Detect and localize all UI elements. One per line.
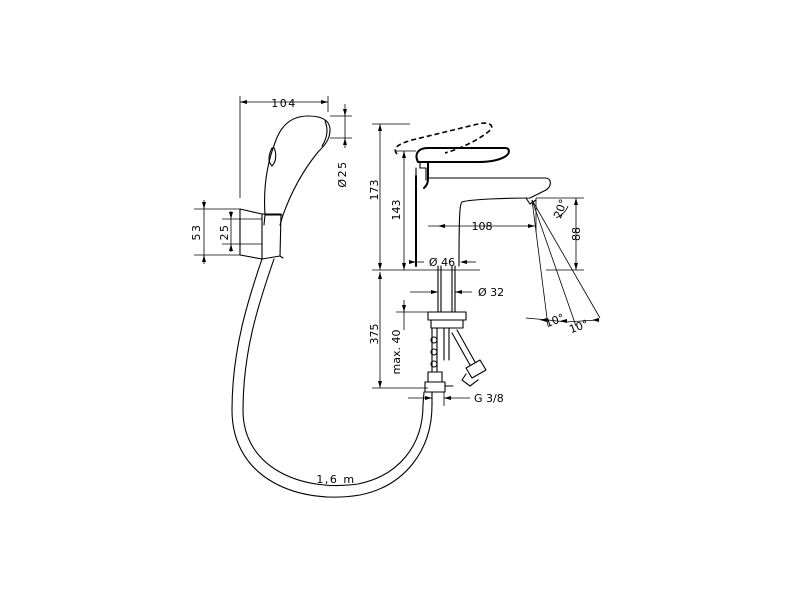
mixer-shank xyxy=(424,265,487,393)
hose xyxy=(231,258,433,498)
dim-holder-inner: 25 xyxy=(218,224,231,241)
dim-spray-angle-right: 10° xyxy=(567,317,590,336)
dim-hose-length: 1,6 m xyxy=(316,473,355,486)
dim-base-diameter: Ø 46 xyxy=(429,256,455,269)
dim-tap-spout-height: 143 xyxy=(390,200,403,221)
hand-shower xyxy=(263,115,331,226)
dim-shank-length: 375 xyxy=(368,324,381,345)
mixer-tap xyxy=(394,122,551,267)
dim-spray-angle-left: 10° xyxy=(543,311,566,330)
dim-holder-height: 53 xyxy=(190,224,203,241)
wall-holder xyxy=(239,208,284,260)
dim-tap-total-height: 173 xyxy=(368,180,381,201)
dim-handshower-width: 104 xyxy=(271,97,297,110)
dim-spout-clearance: 88 xyxy=(570,227,583,241)
dimension-lines xyxy=(194,96,601,406)
dim-spout-reach: 108 xyxy=(472,220,493,233)
dim-spout-angle: 20° xyxy=(551,197,570,220)
dim-handshower-diameter: Ø25 xyxy=(336,160,349,187)
dim-connection-thread: G 3/8 xyxy=(474,392,504,405)
dim-max-thickness: max. 40 xyxy=(390,330,403,375)
dim-shank-diameter: Ø 32 xyxy=(478,286,504,299)
